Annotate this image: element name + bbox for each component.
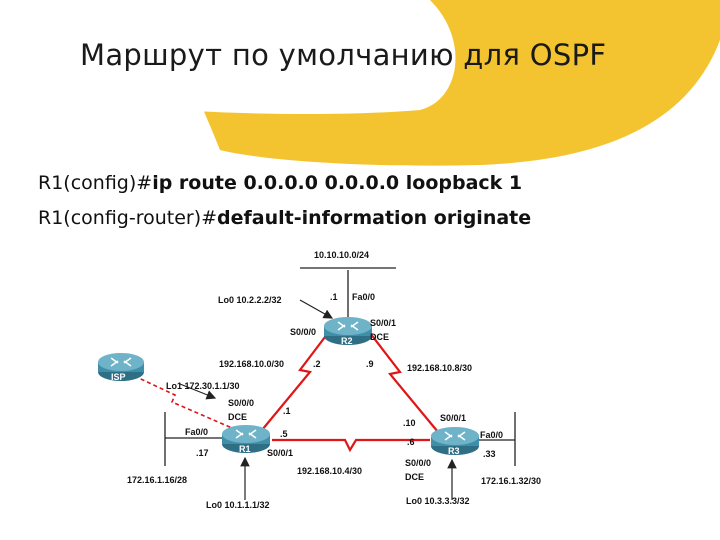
command-prompt: R1(config)#	[38, 172, 153, 194]
serial-link-r2-r3	[369, 332, 439, 433]
label: 192.168.10.8/30	[407, 363, 472, 373]
r2-loopback-arrow	[299, 299, 334, 319]
command-prompt: R1(config-router)#	[38, 207, 218, 229]
isp-link	[127, 372, 233, 429]
label: .9	[366, 359, 374, 369]
label: .5	[280, 429, 288, 439]
label: .17	[196, 448, 209, 458]
command-line-2: R1(config-router)#default-information or…	[38, 207, 531, 229]
router-icon	[222, 425, 270, 453]
serial-link-r1-r3	[272, 438, 430, 453]
label: S0/0/0	[228, 398, 254, 408]
label: S0/0/0	[290, 327, 316, 337]
label: Lo0 10.3.3.3/32	[406, 496, 470, 506]
label: .10	[403, 418, 416, 428]
label: .2	[313, 359, 321, 369]
label: .1	[283, 406, 291, 416]
title-backdrop	[0, 0, 456, 115]
router-icon	[98, 353, 144, 381]
label: S0/0/1	[267, 448, 293, 458]
label: 192.168.10.0/30	[219, 359, 284, 369]
serial-link-r1-r2	[261, 332, 329, 431]
label: DCE	[405, 472, 424, 482]
router-icon	[324, 317, 372, 345]
router-name: ISP	[111, 372, 126, 382]
label: Lo0 10.2.2.2/32	[218, 295, 282, 305]
label: DCE	[370, 332, 389, 342]
command-text: default-information originate	[217, 207, 532, 229]
label: 172.16.1.32/30	[481, 476, 541, 486]
label: Lo0 10.1.1.1/32	[206, 500, 270, 510]
slide-title: Маршрут по умолчанию для OSPF	[80, 38, 607, 72]
label: S0/0/1	[440, 413, 466, 423]
label: Fa0/0	[480, 430, 503, 440]
label: Fa0/0	[185, 427, 208, 437]
label: S0/0/0	[405, 458, 431, 468]
label: .1	[330, 292, 338, 302]
label: .33	[483, 449, 496, 459]
label: 192.168.10.4/30	[297, 466, 362, 476]
router-icon	[431, 427, 479, 455]
label: .6	[407, 437, 415, 447]
router-name: R3	[448, 446, 460, 456]
router-name: R1	[239, 444, 251, 454]
label: 172.16.1.16/28	[127, 475, 187, 485]
command-line-1: R1(config)#ip route 0.0.0.0 0.0.0.0 loop…	[38, 172, 522, 194]
router-name: R2	[341, 336, 353, 346]
label: Lo1 172.30.1.1/30	[166, 381, 240, 391]
label: DCE	[228, 412, 247, 422]
label: 10.10.10.0/24	[314, 250, 369, 260]
label: Fa0/0	[352, 292, 375, 302]
isp-loopback-arrow	[179, 383, 217, 400]
label: S0/0/1	[370, 318, 396, 328]
command-text: ip route 0.0.0.0 0.0.0.0 loopback 1	[152, 172, 523, 194]
